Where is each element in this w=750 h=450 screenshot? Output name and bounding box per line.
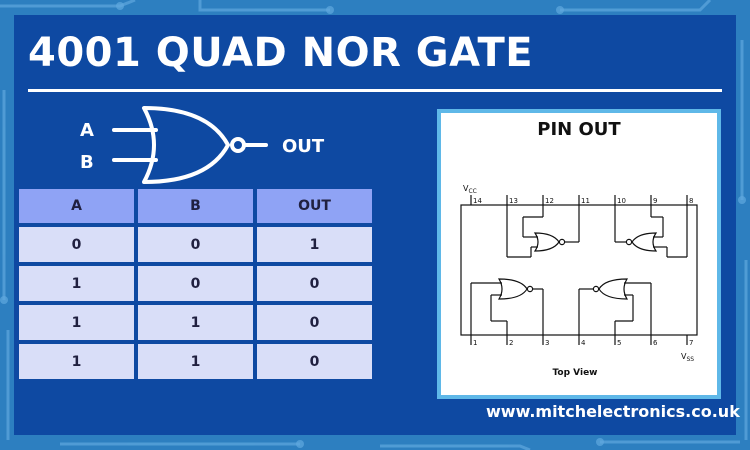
pin-label-3: 3 — [545, 339, 549, 347]
pin-label-6: 6 — [653, 339, 658, 347]
pin-label-5: 5 — [617, 339, 621, 347]
pin-label-7: 7 — [689, 339, 693, 347]
ic-pinout-diagram: 14 13 12 11 10 9 8 1 2 3 4 5 6 7 VCC VSS… — [460, 184, 698, 378]
cell-b: 0 — [138, 227, 253, 262]
table-row: 0 0 1 — [19, 227, 372, 262]
pin-label-8: 8 — [689, 197, 693, 205]
table-row: 1 0 0 — [19, 266, 372, 301]
pin-label-13: 13 — [509, 197, 518, 205]
gate-output-label: OUT — [282, 136, 325, 157]
vss-label: VSS — [681, 352, 694, 363]
nor-gate-1-icon — [506, 205, 580, 258]
table-row: 1 1 0 — [19, 305, 372, 340]
nor-gate-4-icon — [578, 278, 652, 335]
header-a: A — [19, 189, 134, 223]
nor-gate-3-icon — [470, 278, 544, 335]
pin-label-10: 10 — [617, 197, 626, 205]
cell-out: 0 — [257, 344, 372, 379]
pin-label-14: 14 — [473, 197, 482, 205]
header-b: B — [138, 189, 253, 223]
pinout-title: PIN OUT — [537, 119, 621, 140]
cell-out: 0 — [257, 305, 372, 340]
cell-a: 0 — [19, 227, 134, 262]
pin-label-9: 9 — [653, 197, 657, 205]
gate-input-a-label: A — [80, 120, 94, 141]
page-title: 4001 QUAD NOR GATE — [28, 30, 534, 76]
vcc-label: VCC — [463, 184, 477, 195]
cell-b: 0 — [138, 266, 253, 301]
pin-label-4: 4 — [581, 339, 586, 347]
cell-a: 1 — [19, 305, 134, 340]
website-url: www.mitchelectronics.co.uk — [486, 402, 740, 421]
pinout-panel: PIN OUT — [437, 109, 721, 399]
top-view-caption: Top View — [552, 368, 597, 378]
nor-gate-2-icon — [614, 205, 688, 258]
cell-out: 0 — [257, 266, 372, 301]
cell-b: 1 — [138, 344, 253, 379]
cell-b: 1 — [138, 305, 253, 340]
header-out: OUT — [257, 189, 372, 223]
nor-gate-symbol: A B OUT — [80, 106, 325, 184]
title-divider — [28, 89, 722, 92]
table-row: 1 1 0 — [19, 344, 372, 379]
pin-label-2: 2 — [509, 339, 513, 347]
truth-table-header-row: A B OUT — [19, 189, 372, 223]
cell-out: 1 — [257, 227, 372, 262]
pin-label-12: 12 — [545, 197, 554, 205]
gate-input-b-label: B — [80, 152, 94, 173]
truth-table: A B OUT 0 0 1 1 0 0 1 1 0 1 1 0 — [15, 185, 376, 383]
nor-gate-body-icon — [142, 106, 230, 184]
pin-label-11: 11 — [581, 197, 590, 205]
cell-a: 1 — [19, 266, 134, 301]
pin-label-1: 1 — [473, 339, 477, 347]
cell-a: 1 — [19, 344, 134, 379]
